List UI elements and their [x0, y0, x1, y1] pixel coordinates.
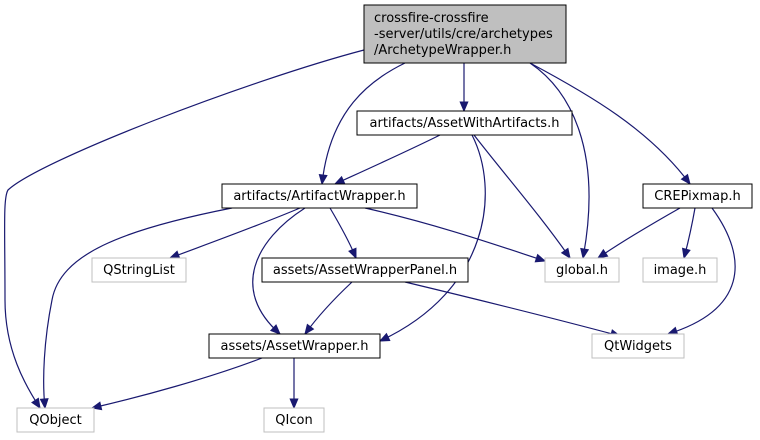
node-label: QObject [29, 413, 82, 428]
edge-line [334, 134, 441, 185]
node-label: QtWidgets [604, 339, 672, 354]
edge-assetwithartifacts-to-assetwrapper [378, 134, 486, 342]
node-assetwrapperpanel[interactable]: assets/AssetWrapperPanel.h [261, 257, 469, 283]
arrowhead [304, 323, 315, 336]
node-box [16, 407, 95, 433]
arrowhead [534, 253, 547, 263]
arrowhead [560, 247, 571, 260]
node-label: QIcon [275, 413, 312, 428]
edge-line [404, 281, 621, 337]
edge-root-to-qobject [4, 49, 365, 410]
edge-assetwithartifacts-to-artifactwrapper [333, 134, 441, 185]
node-label: CREPixmap.h [654, 189, 740, 204]
arrowhead [318, 174, 328, 186]
arrowhead [580, 247, 590, 260]
node-box [91, 257, 187, 283]
edge-assetwrapper-to-qicon [289, 358, 299, 410]
node-box [544, 257, 620, 283]
arrowhead [348, 247, 357, 260]
edge-artifactwrapper-to-qstringlist [168, 207, 301, 259]
node-crepixmap[interactable]: CREPixmap.h [642, 183, 753, 209]
edge-crepixmap-to-image [681, 207, 696, 260]
edge-assetwrapperpanel-to-assetwrapper [304, 281, 353, 336]
node-layer: crossfire-crossfire-server/utils/cre/arc… [16, 4, 753, 433]
node-qstringlist[interactable]: QStringList [91, 257, 187, 283]
node-box [642, 183, 753, 209]
node-box [221, 183, 418, 209]
edge-root-to-assetwithartifacts [459, 63, 469, 113]
node-label: global.h [556, 263, 608, 278]
node-image[interactable]: image.h [642, 257, 718, 283]
arrowhead [596, 248, 609, 259]
edge-root-to-artifactwrapper [318, 62, 406, 186]
edge-line [364, 207, 546, 262]
arrowhead [680, 173, 691, 186]
arrowhead [269, 324, 281, 335]
edge-line [529, 62, 691, 185]
edge-line [252, 207, 306, 335]
edge-artifactwrapper-to-assetwrapperpanel [329, 207, 357, 260]
node-box [261, 257, 469, 283]
edge-line [473, 134, 571, 259]
node-label: /ArchetypeWrapper.h [374, 43, 511, 58]
edge-line [304, 281, 353, 335]
edge-line [43, 207, 233, 409]
edge-line [379, 134, 486, 342]
node-box [356, 110, 573, 136]
edge-artifactwrapper-to-assetwrapper [252, 207, 306, 335]
edge-assetwithartifacts-to-global [473, 134, 571, 260]
arrowhead [289, 398, 299, 410]
edge-line [529, 62, 590, 259]
node-label: artifacts/ArtifactWrapper.h [233, 189, 405, 204]
edge-assetwrapperpanel-to-qtwidgets [404, 281, 622, 338]
node-global[interactable]: global.h [544, 257, 620, 283]
node-label: image.h [654, 263, 707, 278]
edge-line [597, 207, 681, 259]
arrowhead [681, 247, 691, 260]
edge-root-to-global [529, 62, 590, 260]
edge-crepixmap-to-global [596, 207, 681, 259]
node-box [263, 407, 325, 433]
edge-crepixmap-to-qtwidgets [666, 207, 736, 336]
edge-layer [4, 49, 736, 411]
edge-line [169, 207, 301, 259]
arrowhead [378, 332, 391, 342]
edge-assetwrapper-to-qobject [90, 357, 263, 411]
node-qtwidgets[interactable]: QtWidgets [591, 333, 685, 359]
node-label: -server/utils/cre/archetypes [374, 27, 553, 42]
node-box [363, 4, 567, 64]
node-label: crossfire-crossfire [374, 11, 489, 26]
edge-artifactwrapper-to-qobject [39, 207, 233, 410]
arrowhead [39, 398, 49, 410]
edge-line [91, 357, 263, 409]
node-box [208, 333, 381, 359]
node-artifactwrapper[interactable]: artifacts/ArtifactWrapper.h [221, 183, 418, 209]
arrowhead [168, 250, 181, 259]
node-assetwrapper[interactable]: assets/AssetWrapper.h [208, 333, 381, 359]
edge-line [667, 207, 736, 335]
arrowhead [31, 397, 41, 410]
arrowhead [333, 175, 346, 185]
node-label: QStringList [103, 263, 175, 278]
node-root[interactable]: crossfire-crossfire-server/utils/cre/arc… [363, 4, 567, 64]
edge-root-to-crepixmap [529, 62, 691, 186]
node-assetwithartifacts[interactable]: artifacts/AssetWithArtifacts.h [356, 110, 573, 136]
node-box [591, 333, 685, 359]
node-label: artifacts/AssetWithArtifacts.h [370, 116, 560, 131]
node-label: assets/AssetWrapper.h [221, 339, 369, 354]
edge-artifactwrapper-to-global [364, 207, 547, 263]
edge-line [4, 49, 365, 409]
edge-line [321, 62, 406, 185]
node-qobject[interactable]: QObject [16, 407, 95, 433]
node-box [642, 257, 718, 283]
node-qicon[interactable]: QIcon [263, 407, 325, 433]
node-label: assets/AssetWrapperPanel.h [273, 263, 457, 278]
arrowhead [459, 101, 469, 113]
